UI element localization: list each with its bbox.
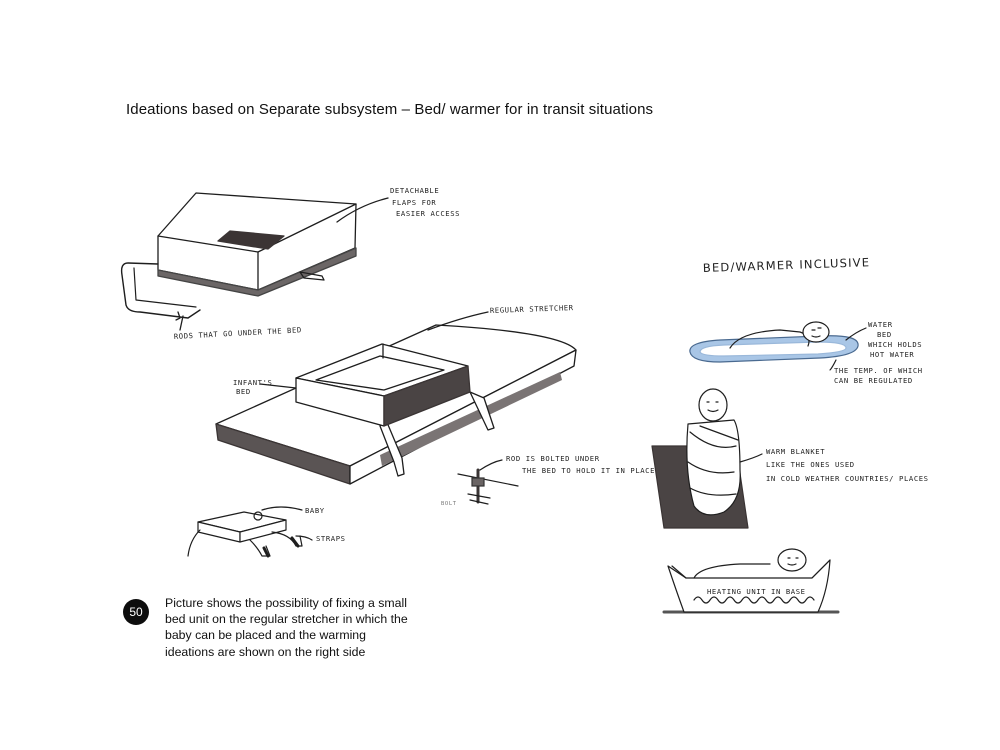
stretcher-sketch: [215, 311, 577, 485]
caption-line-4: ideations are shown on the right side: [165, 644, 366, 659]
swaddled-baby-sketch: [651, 388, 763, 529]
bolt-sketch: [457, 459, 519, 505]
water-bed-sketch: [689, 321, 867, 371]
caption-line-2: bed unit on the regular stretcher in whi…: [165, 612, 408, 627]
label-detachable-3: EASIER ACCESS: [396, 209, 460, 218]
label-water-bed-3: WHICH HOLDS: [868, 340, 922, 349]
label-detachable-2: FLAPS FOR: [392, 198, 436, 207]
baby-straps-sketch: [187, 506, 313, 558]
detachable-bed-sketch: [120, 192, 389, 331]
page-number: 50: [129, 605, 143, 619]
heated-basket-sketch: [662, 548, 840, 614]
label-straps: STRAPS: [316, 534, 346, 543]
label-rod-bolted-1: ROD IS BOLTED UNDER: [506, 454, 600, 463]
label-warm-blanket-1: WARM BLANKET: [766, 447, 825, 456]
label-infants-bed-2: BED: [236, 387, 251, 396]
label-heating-unit: HEATING UNIT IN BASE: [707, 587, 806, 596]
label-warm-blanket-2: LIKE THE ONES USED: [766, 460, 855, 469]
label-temp-2: CAN BE REGULATED: [834, 376, 913, 385]
label-baby: BABY: [305, 506, 325, 515]
label-regular-stretcher: REGULAR STRETCHER: [490, 303, 574, 315]
caption-line-3: baby can be placed and the warming: [165, 628, 366, 643]
label-water-bed-1: WATER: [868, 320, 893, 329]
page-title: Ideations based on Separate subsystem – …: [126, 101, 654, 118]
label-warm-blanket-3: IN COLD WEATHER COUNTRIES/ PLACES: [766, 474, 929, 483]
label-rod-bolted-2: THE BED TO HOLD IT IN PLACE: [522, 466, 655, 475]
label-bolt: BOLT: [441, 501, 457, 507]
label-rods-under: RODS THAT GO UNDER THE BED: [174, 325, 302, 341]
page-number-badge: 50: [123, 599, 149, 625]
right-sketch-title: BED/WARMER INCLUSIVE: [703, 255, 871, 275]
label-detachable-1: DETACHABLE: [390, 186, 439, 195]
label-water-bed-4: HOT WATER: [870, 350, 914, 359]
label-temp-1: THE TEMP. OF WHICH: [834, 366, 923, 375]
label-infants-bed-1: INFANT'S: [233, 378, 272, 387]
label-water-bed-2: BED: [877, 330, 892, 339]
caption-line-1: Picture shows the possibility of fixing …: [165, 596, 407, 610]
figure-caption: Picture shows the possibility of fixing …: [165, 595, 435, 660]
